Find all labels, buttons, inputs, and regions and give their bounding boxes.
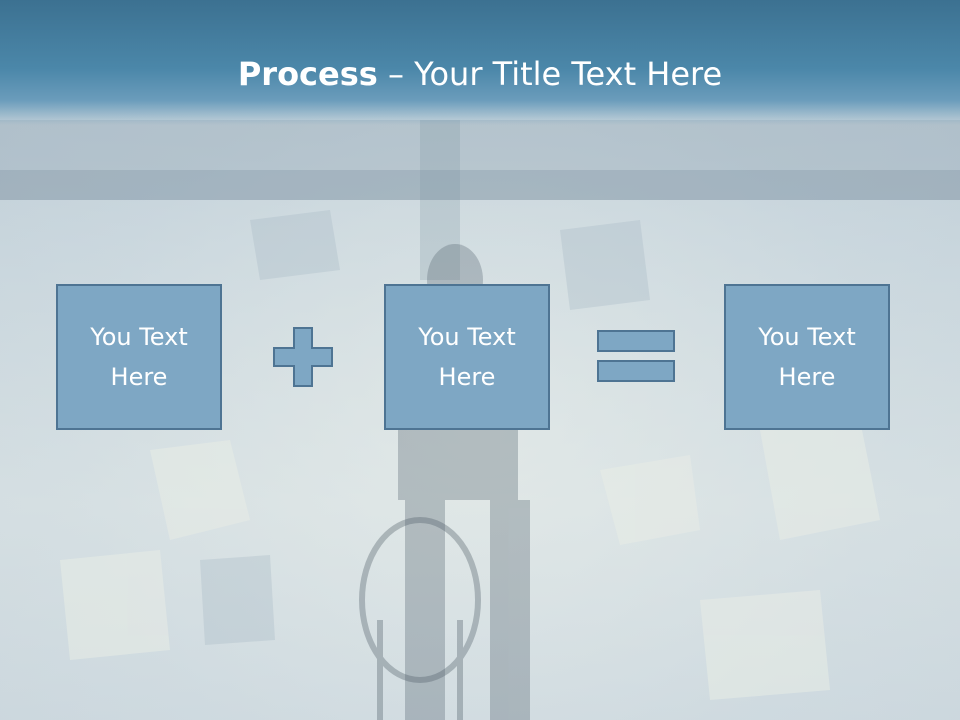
process-box-3[interactable]: You Text Here — [724, 284, 890, 430]
process-box-2-label: You Text Here — [418, 323, 516, 391]
process-box-2[interactable]: You Text Here — [384, 284, 550, 430]
title-bar — [0, 0, 960, 125]
title-bold: Process — [237, 55, 378, 93]
plus-icon — [273, 327, 333, 387]
process-box-1[interactable]: You Text Here — [56, 284, 222, 430]
process-box-1-label: You Text Here — [90, 323, 188, 391]
title-rest: – Your Title Text Here — [377, 55, 723, 93]
slide-title: Process – Your Title Text Here — [0, 52, 960, 96]
equals-icon — [597, 330, 675, 382]
process-box-3-label: You Text Here — [758, 323, 856, 391]
